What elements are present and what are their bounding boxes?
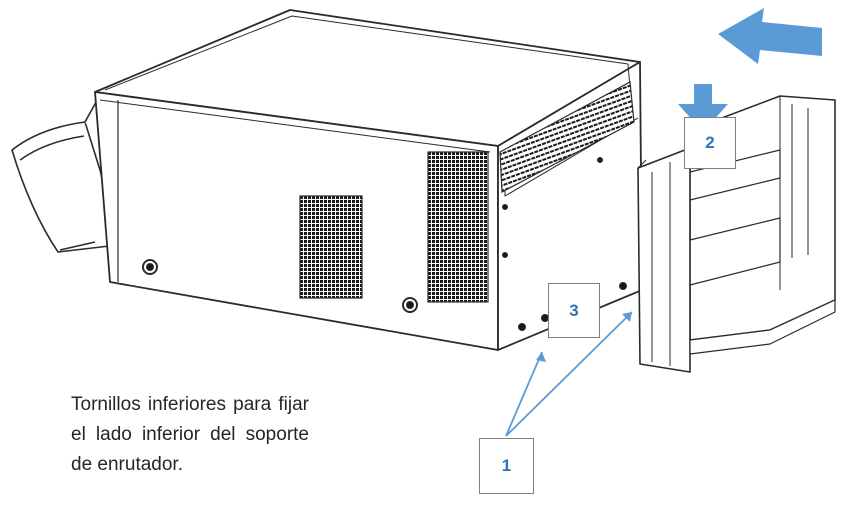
- direction-arrows: [678, 8, 822, 132]
- leader-lines: [505, 311, 633, 437]
- front-vent-small: [299, 195, 363, 299]
- front-vent-large: [427, 151, 489, 303]
- callout-label-3: 3: [548, 283, 600, 338]
- rear-vent-strip: [499, 81, 635, 193]
- callout-label-2: 2: [684, 117, 736, 169]
- arrow-left-icon: [718, 8, 822, 64]
- callout-label-1: 1: [479, 438, 534, 494]
- chassis-screws: [142, 157, 627, 331]
- bottom-screws-caption: Tornillos inferiores para fijar el lado …: [71, 394, 309, 475]
- router-mount-bracket: [637, 95, 836, 373]
- arrow-down-icon: [678, 84, 728, 132]
